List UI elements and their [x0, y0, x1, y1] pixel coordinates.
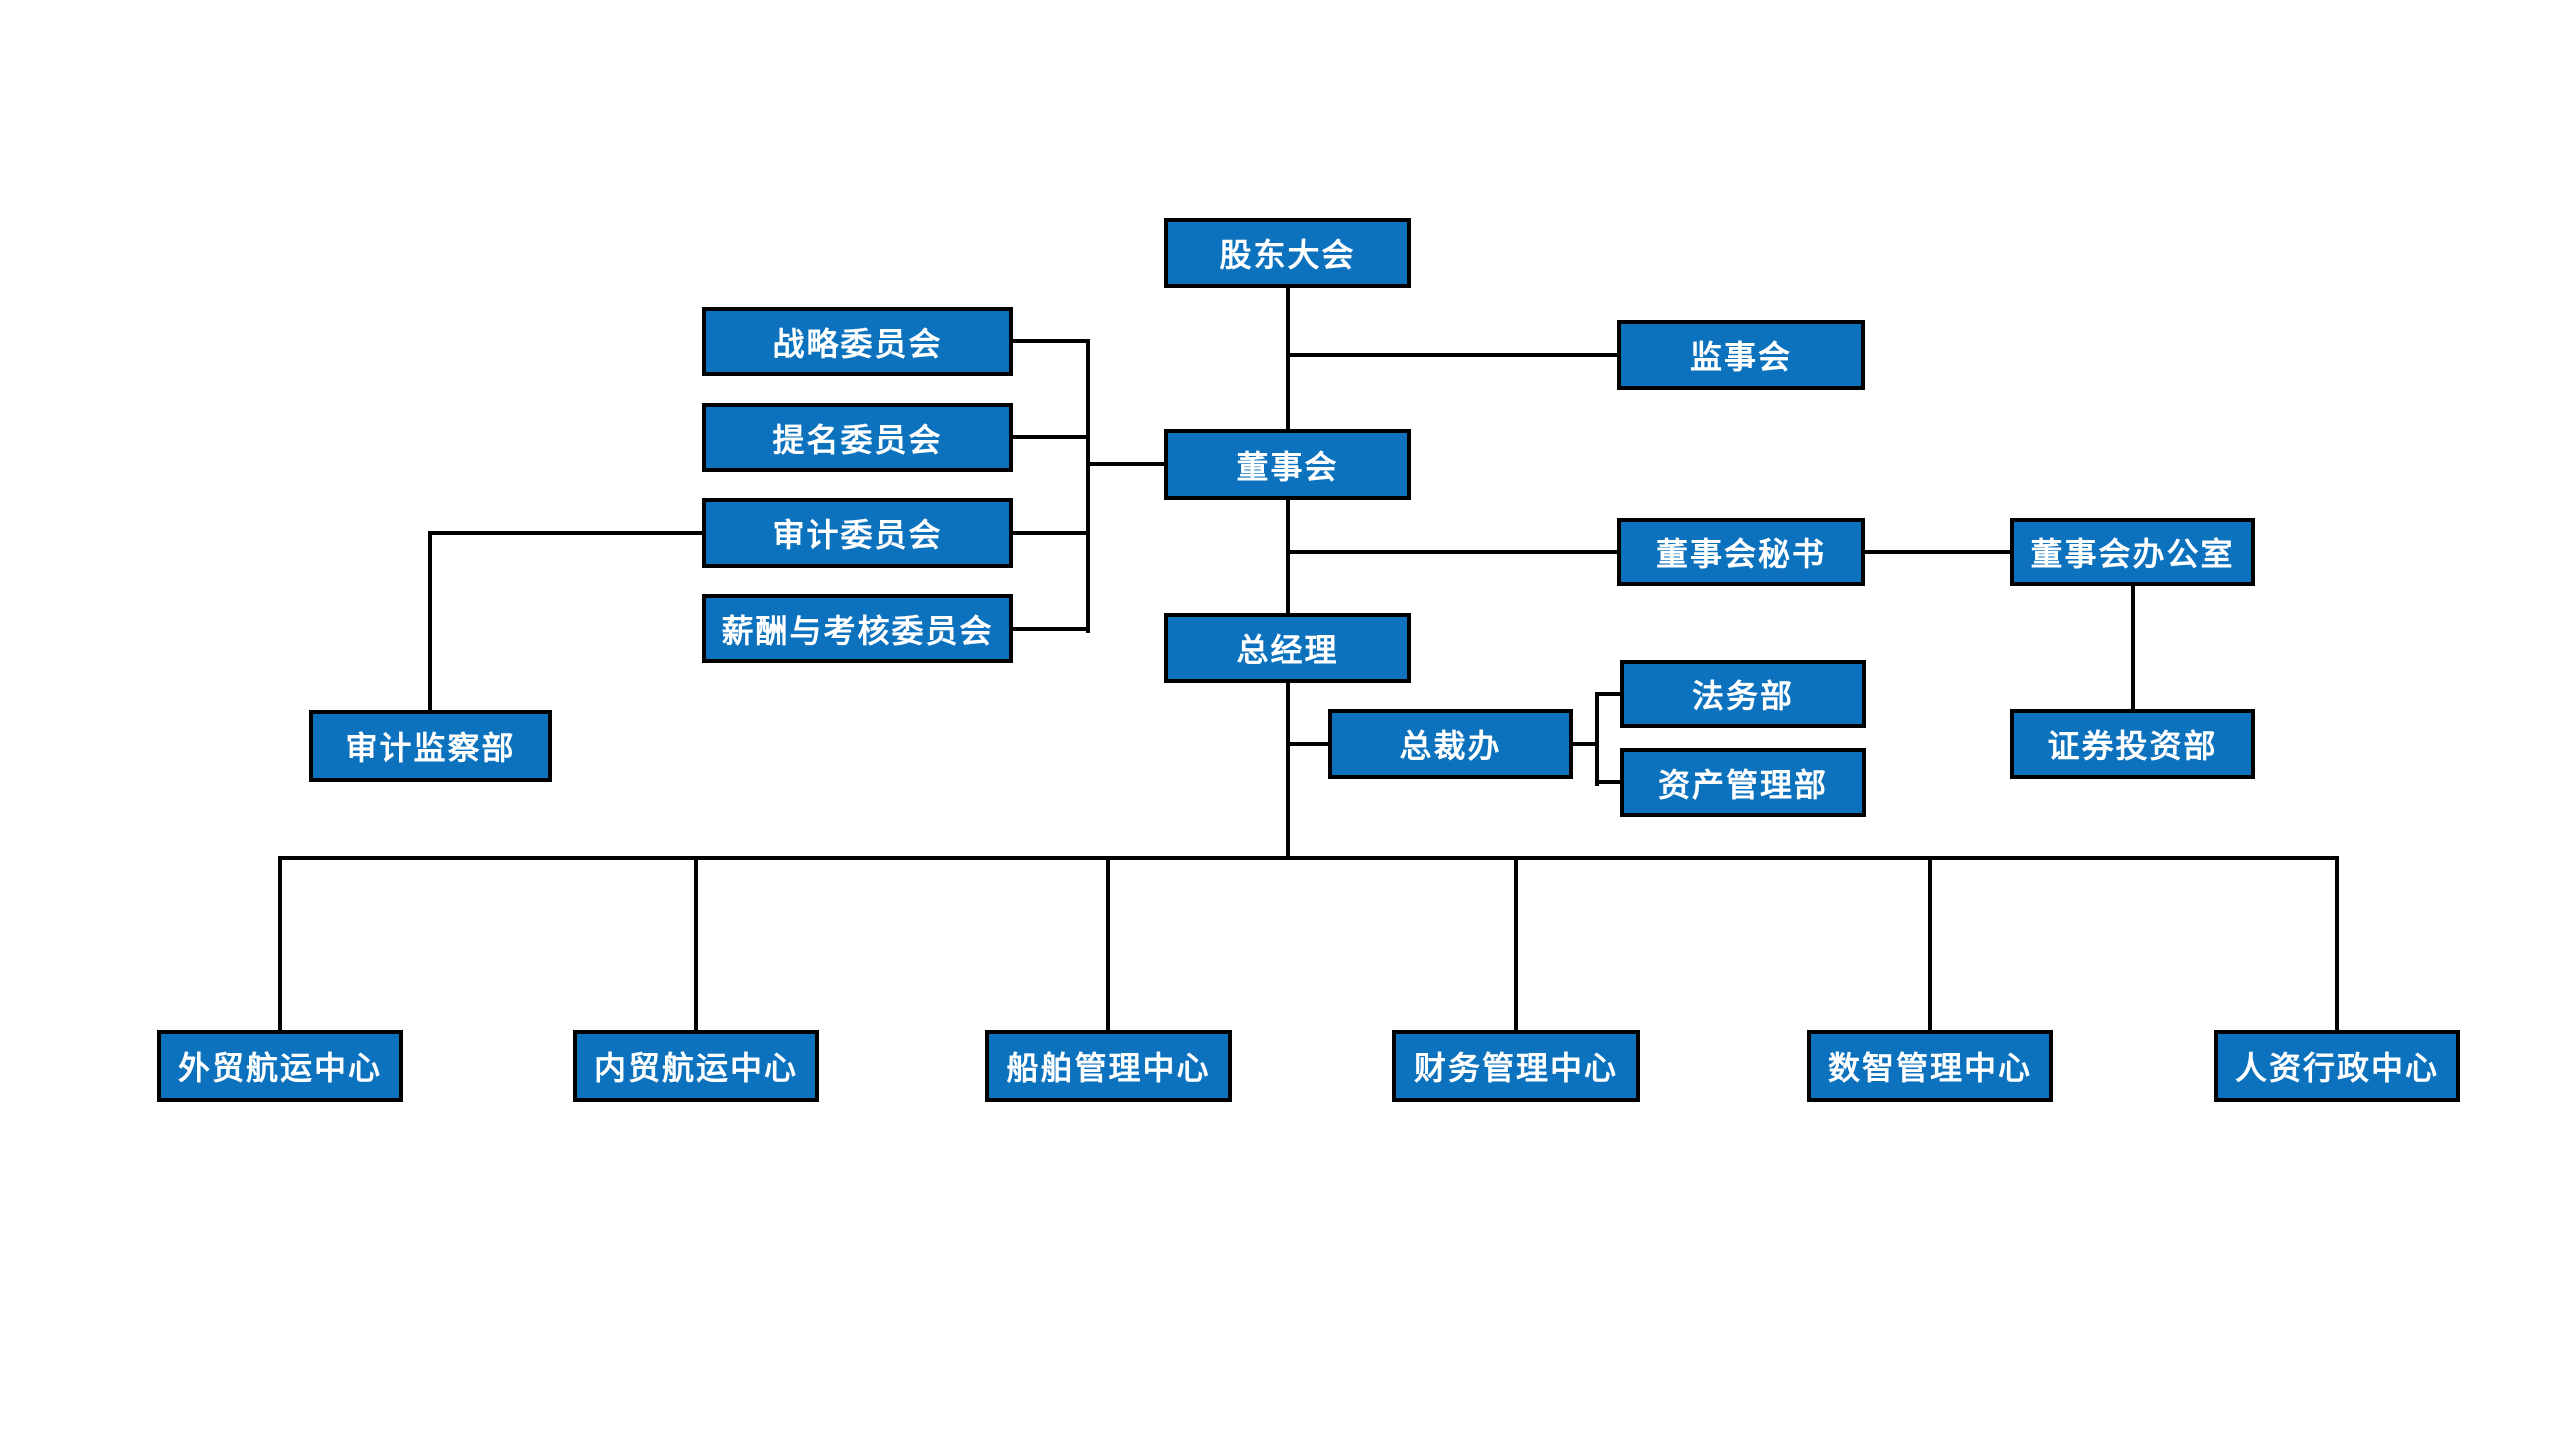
connector-line: [2131, 584, 2135, 711]
connector-line: [1595, 692, 1599, 786]
connector-line: [278, 856, 282, 1032]
connector-line: [1286, 681, 1290, 860]
connector-line: [1013, 627, 1089, 631]
connector-line: [1595, 692, 1622, 696]
connector-line: [1106, 856, 1110, 1032]
connector-line: [1514, 856, 1518, 1032]
node-audit-committee: 审计委员会: [702, 498, 1013, 568]
connector-line: [1286, 550, 1617, 554]
connector-line: [1086, 339, 1090, 633]
node-audit-supervision-dept: 审计监察部: [309, 710, 552, 782]
node-securities-investment-dept: 证券投资部: [2010, 709, 2255, 779]
node-general-manager: 总经理: [1164, 613, 1411, 683]
node-hr-admin-center: 人资行政中心: [2214, 1030, 2460, 1102]
node-finance-management-center: 财务管理中心: [1392, 1030, 1640, 1102]
node-ship-management-center: 船舶管理中心: [985, 1030, 1232, 1102]
connector-line: [2335, 856, 2339, 1032]
node-asset-management-dept: 资产管理部: [1620, 748, 1866, 817]
node-strategy-committee: 战略委员会: [702, 307, 1013, 376]
connector-line: [1286, 353, 1617, 357]
node-shareholders-meeting: 股东大会: [1164, 218, 1411, 288]
connector-line: [1013, 435, 1089, 439]
node-nomination-committee: 提名委员会: [702, 403, 1013, 472]
connector-line: [1865, 550, 2012, 554]
node-president-office: 总裁办: [1328, 709, 1573, 779]
node-domestic-trade-shipping-center: 内贸航运中心: [573, 1030, 819, 1102]
connector-line: [1928, 856, 1932, 1032]
connector-line: [278, 856, 2339, 860]
connector-line: [1571, 742, 1599, 746]
connector-line: [1086, 462, 1166, 466]
node-board-office: 董事会办公室: [2010, 518, 2255, 586]
node-supervisory-board: 监事会: [1617, 320, 1865, 390]
connector-line: [1286, 498, 1290, 615]
node-board-secretary: 董事会秘书: [1617, 518, 1865, 586]
connector-line: [1013, 339, 1089, 343]
connector-line: [1286, 288, 1290, 431]
connector-line: [1286, 742, 1330, 746]
node-legal-dept: 法务部: [1620, 660, 1866, 728]
connector-line: [428, 531, 432, 712]
connector-line: [428, 531, 706, 535]
connector-line: [1013, 531, 1089, 535]
node-remuneration-assessment-committee: 薪酬与考核委员会: [702, 594, 1013, 663]
connector-line: [694, 856, 698, 1032]
connector-line: [1595, 780, 1622, 784]
node-foreign-trade-shipping-center: 外贸航运中心: [157, 1030, 403, 1102]
node-digital-intelligence-management-center: 数智管理中心: [1807, 1030, 2053, 1102]
node-board-of-directors: 董事会: [1164, 429, 1411, 500]
